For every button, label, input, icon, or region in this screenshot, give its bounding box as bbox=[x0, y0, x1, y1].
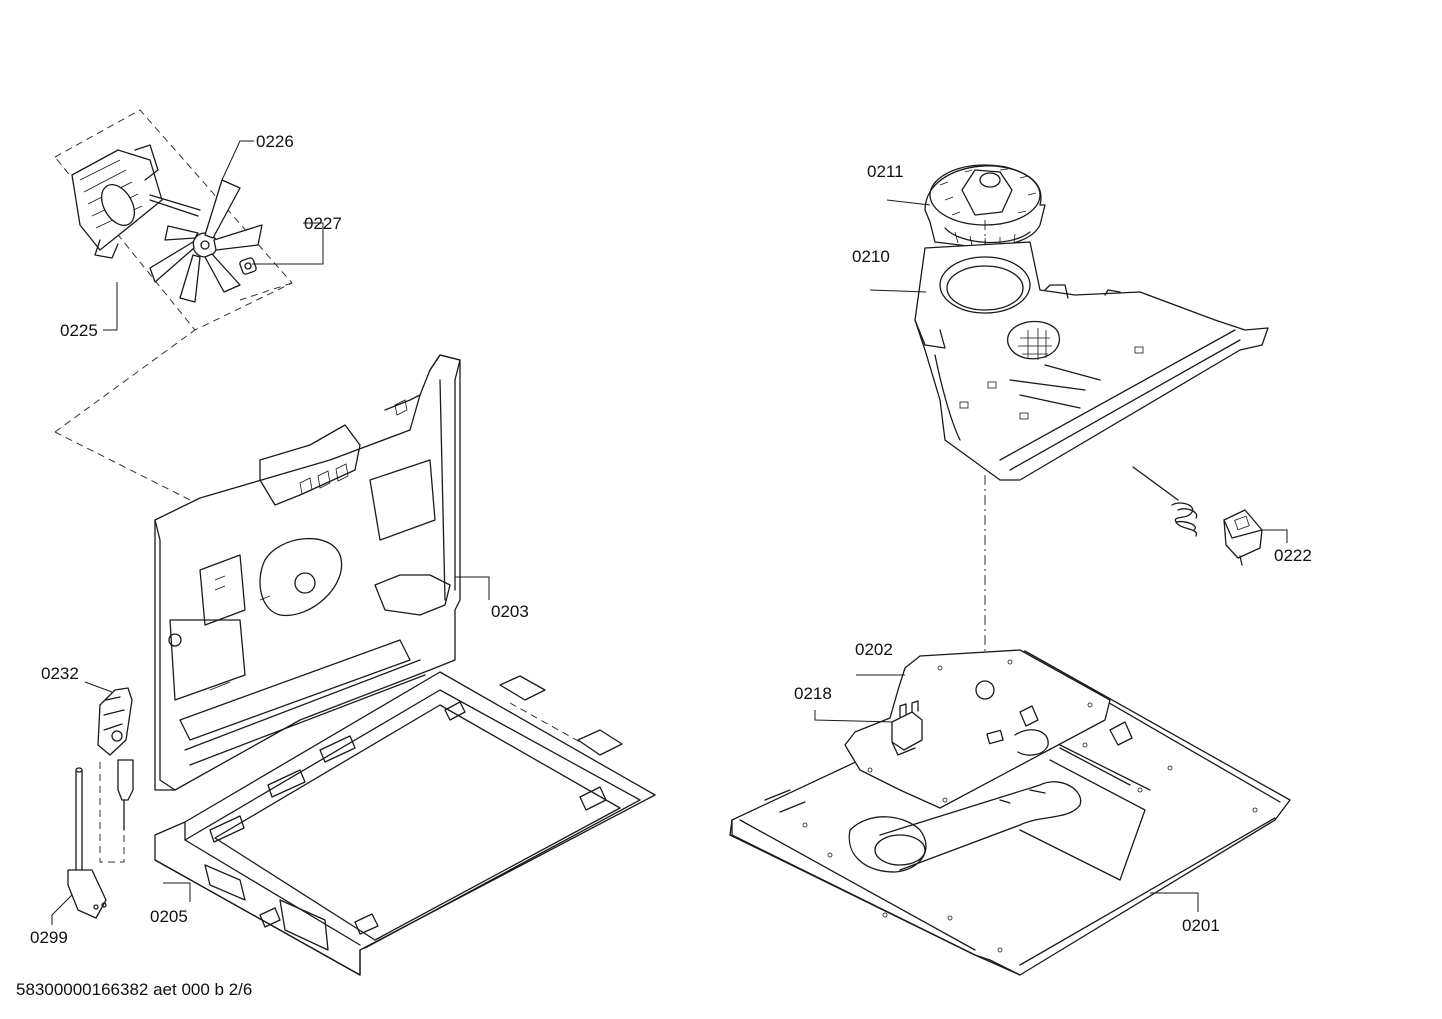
rear-panel-part bbox=[154, 354, 461, 791]
label-0203: 0203 bbox=[491, 602, 529, 621]
label-0201: 0201 bbox=[1182, 916, 1220, 935]
leader-lines bbox=[51, 140, 1288, 925]
fan-nut-part bbox=[239, 257, 257, 275]
fan-motor-part bbox=[71, 144, 201, 259]
label-0226: 0226 bbox=[256, 132, 294, 151]
label-0222: 0222 bbox=[1274, 546, 1312, 565]
cover-plate-part bbox=[844, 649, 1111, 809]
base-plate-part bbox=[729, 650, 1291, 976]
blower-fan-part bbox=[924, 164, 1046, 249]
label-0225: 0225 bbox=[60, 321, 98, 340]
power-cord-part bbox=[67, 767, 107, 919]
temperature-sensor-part bbox=[1132, 466, 1263, 566]
door-switch-part bbox=[891, 700, 923, 756]
cable-connector-part bbox=[117, 759, 134, 831]
label-0299: 0299 bbox=[30, 928, 68, 947]
label-0205: 0205 bbox=[150, 907, 188, 926]
label-0218: 0218 bbox=[794, 684, 832, 703]
document-reference: 58300000166382 aet 000 b 2/6 bbox=[16, 980, 253, 999]
label-0232: 0232 bbox=[41, 664, 79, 683]
fan-motor-assembly-group bbox=[54, 109, 293, 331]
air-duct-housing-part bbox=[914, 241, 1269, 481]
label-0227: 0227 bbox=[304, 214, 342, 233]
bottom-tray-part bbox=[154, 671, 656, 976]
cable-clamp-part bbox=[97, 687, 133, 756]
label-0210: 0210 bbox=[852, 247, 890, 266]
part-labels: 0226 0227 0225 0211 0210 0203 0222 0232 … bbox=[30, 132, 1312, 947]
label-0211: 0211 bbox=[867, 162, 904, 181]
label-0202: 0202 bbox=[855, 640, 893, 659]
fan-impeller-part bbox=[149, 179, 263, 303]
